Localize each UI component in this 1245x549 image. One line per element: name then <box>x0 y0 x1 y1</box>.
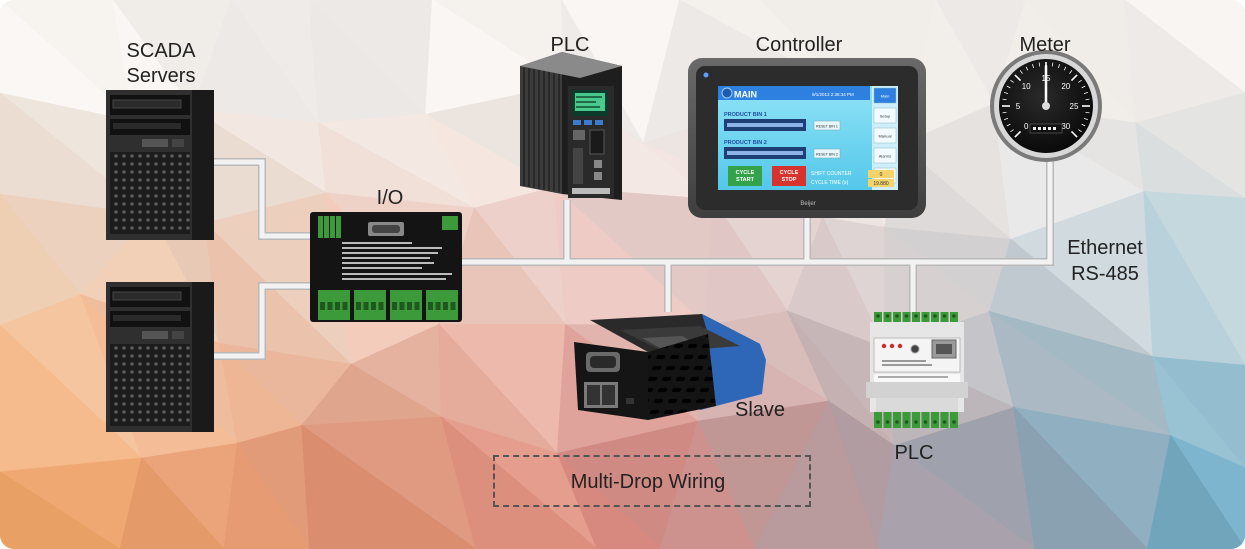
plc-bottom-label: PLC <box>894 442 934 464</box>
hmi-brand: Beijer <box>800 201 815 207</box>
io-module <box>310 212 462 322</box>
multidrop-wiring-label: Multi-Drop Wiring <box>570 471 726 493</box>
slave-converter <box>574 314 766 420</box>
scada-label-line1: SCADA <box>126 40 196 62</box>
scada-server-tower-1 <box>106 90 214 240</box>
hmi-menu-item: Alarms <box>879 154 891 159</box>
gauge-tick-label: 20 <box>1061 82 1070 91</box>
gauge-ticks <box>1002 62 1090 138</box>
hmi-cycle-time-label: CYCLE TIME (s) <box>811 180 848 186</box>
controller-hmi-panel: MAIN 9/1/2013 2:38:34 PM MainSetupManual… <box>688 58 926 218</box>
plc-heat-fins <box>523 56 560 193</box>
multidrop-wiring-box <box>493 455 811 507</box>
plc-din-top-terminals <box>874 312 958 322</box>
gauge-tick-label: 0 <box>1024 122 1029 131</box>
io-label: I/O <box>376 187 404 209</box>
gauge-tick-label: 25 <box>1070 102 1079 111</box>
gauge-tick-label: 30 <box>1061 122 1070 131</box>
io-top-terminals <box>318 216 458 238</box>
hmi-menu-item: Main <box>881 94 890 99</box>
meter-gauge: 051015202530 <box>990 50 1102 162</box>
network-cables <box>214 158 1054 360</box>
hmi-menu-item: Manual <box>878 134 891 139</box>
hmi-start-label-1: CYCLE <box>736 170 755 176</box>
gauge-lcd-strip <box>1029 123 1063 134</box>
gauge-tick-label: 5 <box>1016 102 1021 111</box>
io-bottom-terminals <box>318 290 458 320</box>
scada-label-line2: Servers <box>126 65 196 87</box>
meter-label: Meter <box>1019 34 1071 56</box>
controller-label: Controller <box>755 34 843 56</box>
rs485-label: RS-485 <box>1071 263 1139 285</box>
hmi-bin1-label: PRODUCT BIN 1 <box>724 112 767 118</box>
hmi-title: MAIN <box>734 90 757 100</box>
hmi-counter-value: 0 <box>880 172 883 178</box>
plc-din-module <box>866 312 968 428</box>
hmi-reset-bin1: RESET BIN 1 <box>816 125 838 129</box>
hmi-datetime: 9/1/2013 2:38:34 PM <box>812 92 854 97</box>
gauge-tick-label: 10 <box>1022 82 1031 91</box>
plc-rack-unit <box>520 52 622 200</box>
scada-server-tower-2 <box>106 282 214 432</box>
hmi-menu-item: Setup <box>880 114 891 119</box>
hmi-side-menu: MainSetupManualAlarmsLockout <box>873 87 897 184</box>
ethernet-label: Ethernet <box>1067 237 1143 259</box>
hmi-shift-counter-label: SHIFT COUNTER <box>811 171 852 177</box>
hmi-stop-label-1: CYCLE <box>780 170 799 176</box>
plc-din-bottom-terminals <box>874 412 958 428</box>
slave-label: Slave <box>734 399 786 421</box>
hmi-stop-label-2: STOP <box>782 177 797 183</box>
hmi-cycle-value: 19.880 <box>873 181 889 187</box>
hmi-reset-bin2: RESET BIN 2 <box>816 153 838 157</box>
hmi-bin2-label: PRODUCT BIN 2 <box>724 140 767 146</box>
plc-top-label: PLC <box>550 34 590 56</box>
hmi-start-label-2: START <box>736 177 755 183</box>
